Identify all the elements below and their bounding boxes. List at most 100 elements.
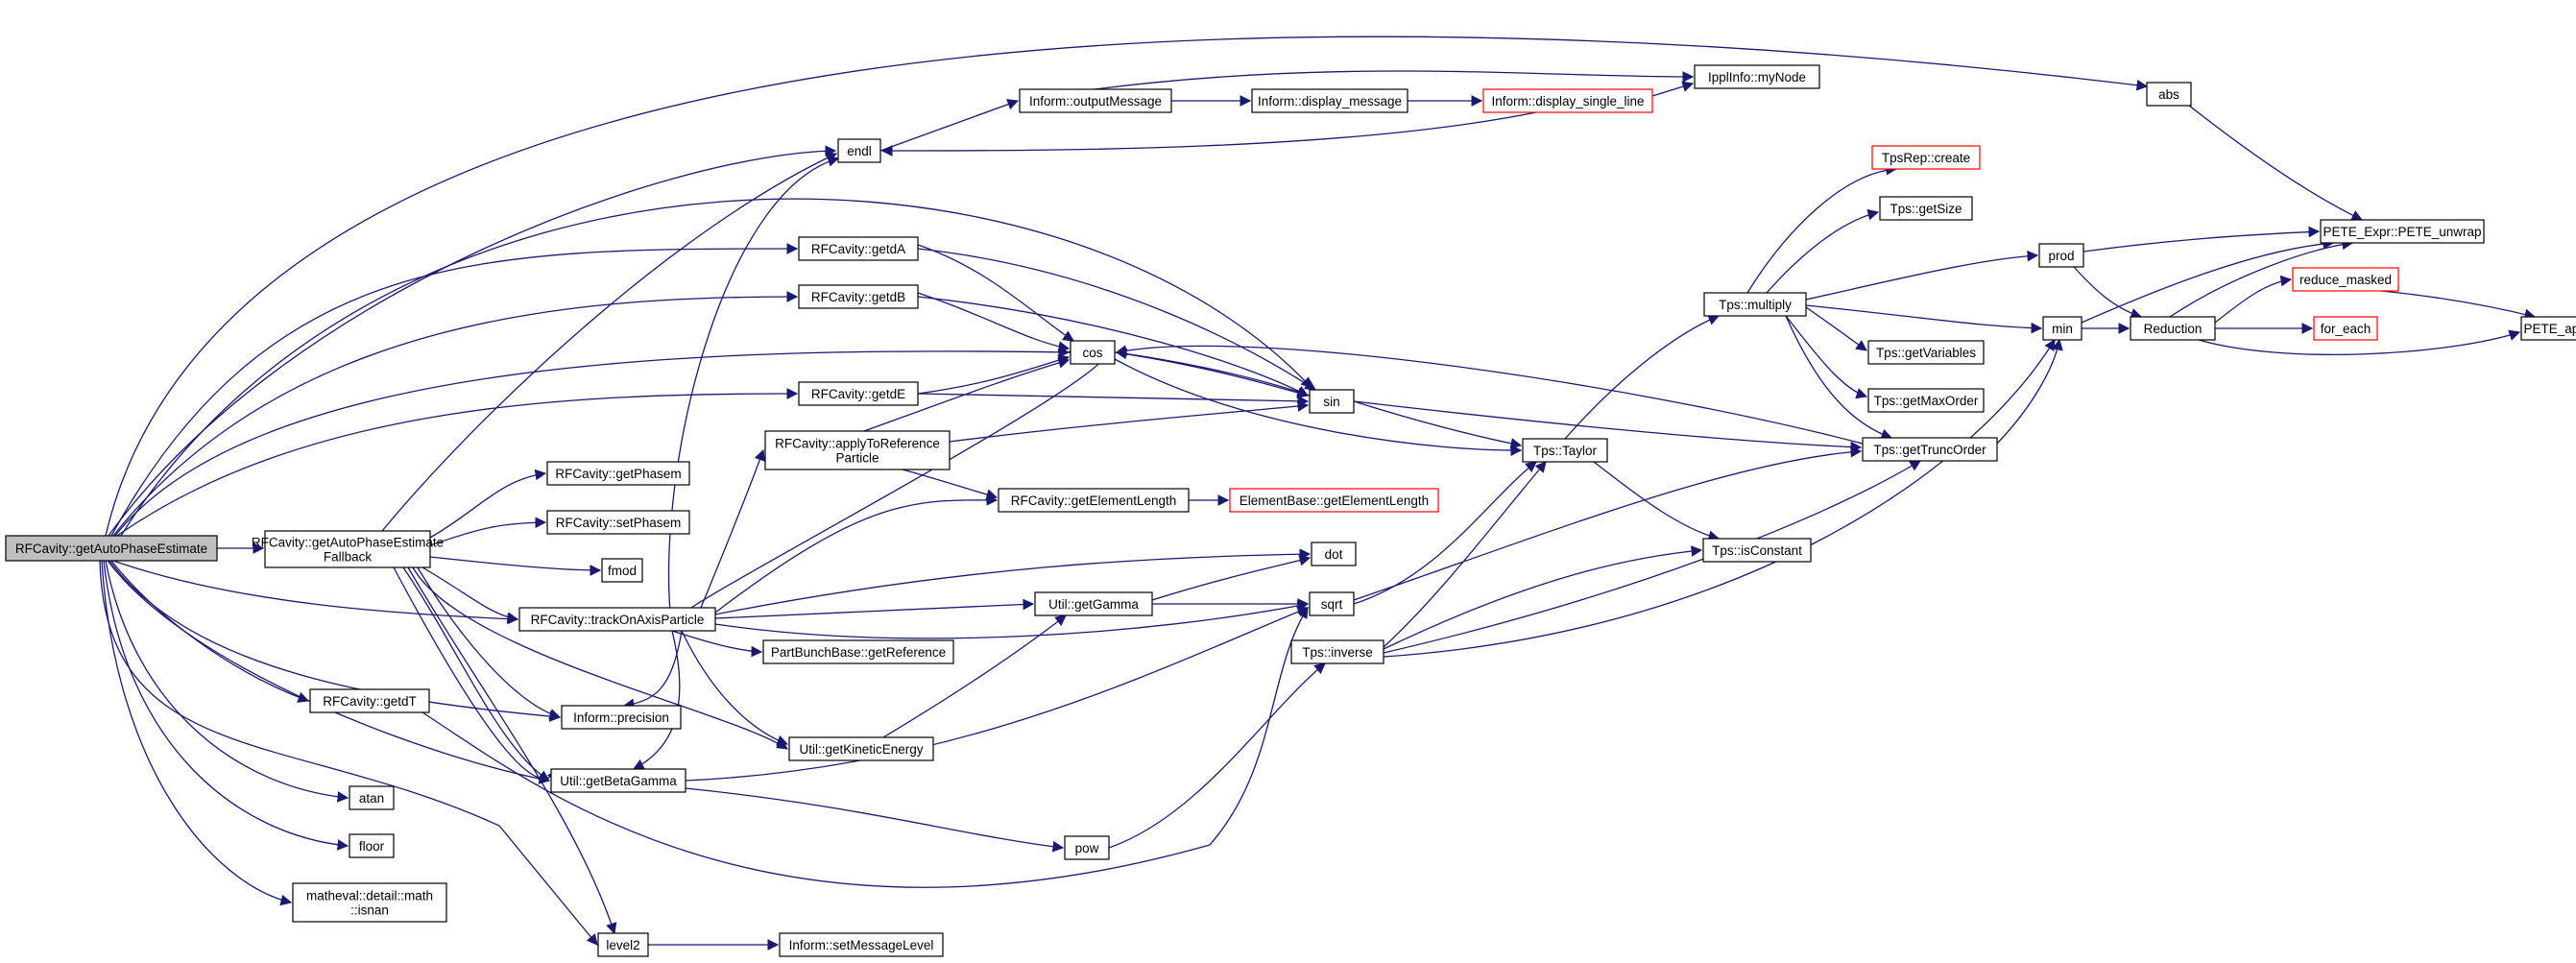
node-getReference[interactable]: PartBunchBase::getReference	[762, 639, 954, 664]
node-getBetaGamma[interactable]: Util::getBetaGamma	[550, 768, 686, 793]
edge-to-getVariables	[1805, 306, 1867, 351]
node-getGamma[interactable]: Util::getGamma	[1034, 591, 1153, 616]
node-getVariables[interactable]: Tps::getVariables	[1867, 340, 1985, 365]
node-precision[interactable]: Inform::precision	[561, 705, 682, 730]
edge-to-min	[1805, 304, 2043, 334]
node-getdE[interactable]: RFCavity::getdE	[798, 381, 919, 406]
node-PETE_apply[interactable]: PETE_apply	[2520, 316, 2576, 341]
node-getdT[interactable]: RFCavity::getdT	[309, 688, 430, 713]
node-label: Tps::isConstant	[1712, 543, 1802, 558]
node-sqrt[interactable]: sqrt	[1309, 591, 1355, 616]
node-getElementLength[interactable]: RFCavity::getElementLength	[998, 488, 1190, 513]
node-box	[349, 785, 395, 810]
node-box	[779, 932, 944, 957]
edge-to-Taylor	[1114, 358, 1523, 456]
node-Taylor[interactable]: Tps::Taylor	[1522, 438, 1608, 463]
node-getMaxOrder[interactable]: Tps::getMaxOrder	[1867, 388, 1985, 413]
node-atan[interactable]: atan	[349, 785, 395, 810]
node-trackOnAxis[interactable]: RFCavity::trackOnAxisParticle	[518, 607, 716, 632]
node-label: Fallback	[324, 550, 373, 565]
node-box	[2146, 82, 2192, 107]
node-label: Inform::precision	[573, 710, 669, 725]
node-label: RFCavity::getdA	[811, 242, 905, 256]
node-isConstant[interactable]: Tps::isConstant	[1702, 538, 1812, 563]
edge-to-sqrt	[714, 600, 1310, 639]
node-getTruncOrder[interactable]: Tps::getTruncOrder	[1862, 437, 1998, 462]
node-getPhasem[interactable]: RFCavity::getPhasem	[546, 461, 690, 486]
node-min[interactable]: min	[2042, 316, 2082, 341]
node-label: Inform::display_message	[1258, 94, 1402, 108]
edge-to-getBetaGamma	[402, 566, 550, 782]
edge-to-endl	[667, 156, 840, 632]
node-label: PETE_Expr::PETE_unwrap	[2323, 225, 2481, 239]
node-box	[798, 236, 919, 261]
node-label: RFCavity::getElementLength	[1011, 494, 1177, 508]
node-level2[interactable]: level2	[597, 932, 649, 957]
node-TpsRepCreate[interactable]: TpsRep::create	[1871, 145, 1981, 170]
edge-to-sin	[917, 248, 1316, 391]
edge-to-trackOnAxis	[421, 566, 519, 623]
node-setMessageLevel[interactable]: Inform::setMessageLevel	[779, 932, 944, 957]
node-endl[interactable]: endl	[837, 138, 881, 163]
edge-to-Taylor	[1353, 400, 1523, 449]
node-display_single_line[interactable]: Inform::display_single_line	[1482, 88, 1653, 113]
node-box	[546, 510, 690, 535]
node-getdA[interactable]: RFCavity::getdA	[798, 236, 919, 261]
edge-to-floor	[103, 560, 349, 851]
node-setPhasem[interactable]: RFCavity::setPhasem	[546, 510, 690, 535]
node-getKineticEnergy[interactable]: Util::getKineticEnergy	[788, 736, 934, 761]
node-cos[interactable]: cos	[1070, 340, 1116, 365]
node-getSize[interactable]: Tps::getSize	[1879, 196, 1973, 221]
edge-to-myNode	[1651, 81, 1695, 97]
node-floor[interactable]: floor	[349, 833, 395, 858]
node-box	[2313, 316, 2378, 341]
node-display_message[interactable]: Inform::display_message	[1251, 88, 1408, 113]
edge-to-endl	[381, 153, 838, 532]
edge-to-getTruncOrder	[1353, 445, 1863, 601]
node-label: RFCavity::getPhasem	[555, 467, 681, 481]
node-box	[2042, 316, 2082, 341]
node-reduce_masked[interactable]: reduce_masked	[2292, 267, 2399, 292]
node-multiply[interactable]: Tps::multiply	[1703, 292, 1807, 317]
node-getdB[interactable]: RFCavity::getdB	[798, 284, 919, 309]
node-root[interactable]: RFCavity::getAutoPhaseEstimate	[5, 535, 218, 562]
node-inverse[interactable]: Tps::inverse	[1290, 639, 1384, 664]
node-PETE_unwrap[interactable]: PETE_Expr::PETE_unwrap	[2320, 219, 2485, 244]
node-box	[2320, 219, 2485, 244]
node-box	[2520, 316, 2576, 341]
node-box	[1311, 542, 1357, 566]
node-dot[interactable]: dot	[1311, 542, 1357, 566]
edge-to-reduce_masked	[2214, 275, 2293, 324]
node-isnan[interactable]: matheval::detail::math::isnan	[292, 882, 447, 923]
node-label: matheval::detail::math	[306, 889, 433, 903]
node-label: RFCavity::applyToReference	[775, 437, 940, 451]
node-prod[interactable]: prod	[2038, 243, 2084, 268]
node-fmod[interactable]: fmod	[601, 558, 643, 583]
edge-to-TpsRepCreate	[1746, 163, 1898, 294]
node-label: fmod	[608, 564, 637, 578]
node-box	[788, 736, 934, 761]
node-outputMessage[interactable]: Inform::outputMessage	[1019, 88, 1172, 113]
edge-to-getElementLength	[902, 469, 999, 500]
edge-to-isConstant	[1383, 545, 1703, 650]
node-Reduction[interactable]: Reduction	[2130, 316, 2216, 341]
node-EBgetElementLength[interactable]: ElementBase::getElementLength	[1229, 488, 1439, 513]
edge-to-inverse	[1108, 662, 1326, 849]
edge-to-prod	[1805, 250, 2039, 301]
node-label: PartBunchBase::getReference	[771, 645, 946, 660]
node-pow[interactable]: pow	[1064, 835, 1110, 860]
edge-to-sqrt	[421, 607, 1309, 888]
node-label: Inform::setMessageLevel	[789, 938, 934, 952]
node-box	[5, 535, 218, 562]
node-label: ElementBase::getElementLength	[1240, 494, 1429, 508]
node-box	[264, 530, 431, 568]
node-for_each[interactable]: for_each	[2313, 316, 2378, 341]
edge-to-cos	[1115, 345, 1864, 445]
node-abs[interactable]: abs	[2146, 82, 2192, 107]
node-myNode[interactable]: IpplInfo::myNode	[1694, 64, 1820, 89]
node-label: cos	[1082, 346, 1102, 360]
node-sin[interactable]: sin	[1309, 389, 1355, 414]
